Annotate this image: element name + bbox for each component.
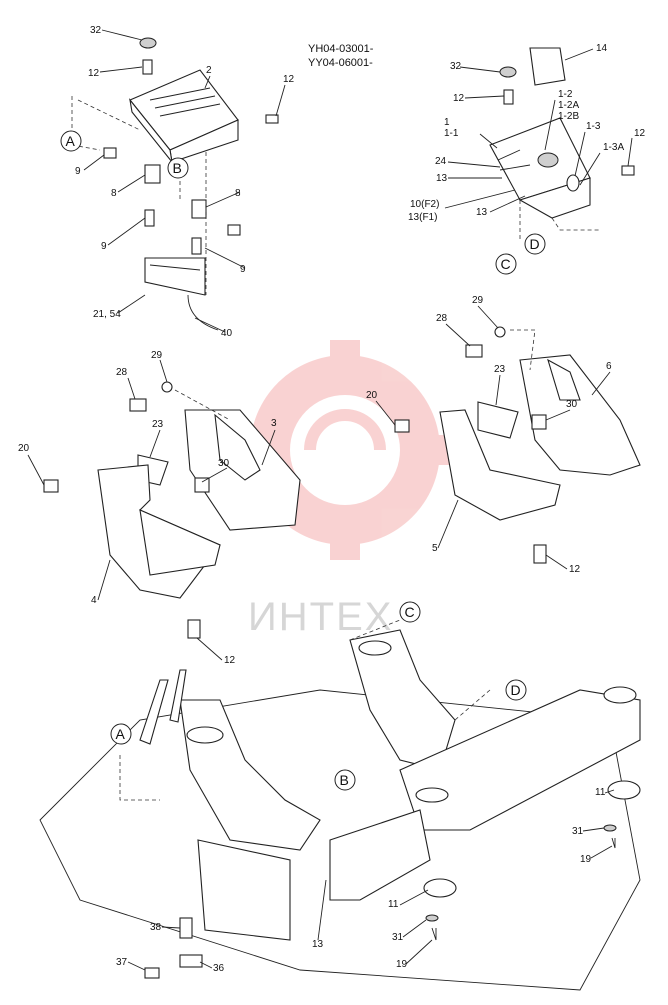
svg-text:A: A <box>116 726 126 742</box>
label-1-2b: 1-2B <box>558 111 579 122</box>
label-23: 23 <box>494 364 506 375</box>
middle-left-assembly <box>43 381 301 639</box>
label-12: 12 <box>283 74 295 85</box>
label-30: 30 <box>566 399 578 410</box>
label-1-3: 1-3 <box>586 121 601 132</box>
svg-text:C: C <box>501 256 511 272</box>
label-1-2a: 1-2A <box>558 100 579 111</box>
label-11: 11 <box>595 787 606 798</box>
label-11: 11 <box>388 899 399 910</box>
leader-lines <box>27 29 633 971</box>
label-13: 13 <box>312 939 324 950</box>
label-6: 6 <box>606 361 612 372</box>
label-32: 32 <box>450 61 462 72</box>
callout-a-top: A <box>60 130 82 152</box>
callout-c-top: C <box>495 253 517 275</box>
label-36: 36 <box>213 963 225 974</box>
label-21-54: 21, 54 <box>93 309 121 320</box>
label-20: 20 <box>366 390 378 401</box>
label-1: 1 <box>444 117 450 128</box>
part-labels: 32 12 2 12 9 8 8 9 9 21, 54 40 14 32 12 … <box>18 25 646 974</box>
label-29: 29 <box>472 295 484 306</box>
callout-d-bottom: D <box>505 679 527 701</box>
label-9: 9 <box>240 264 246 275</box>
label-10-f2: 10(F2) <box>410 199 439 210</box>
label-4: 4 <box>91 595 97 606</box>
svg-text:D: D <box>530 236 540 252</box>
svg-text:C: C <box>405 604 415 620</box>
label-28: 28 <box>436 313 448 324</box>
label-3: 3 <box>271 418 277 429</box>
label-13: 13 <box>436 173 448 184</box>
callout-a-bottom: A <box>110 723 132 745</box>
label-8: 8 <box>111 188 117 199</box>
label-19: 19 <box>580 854 592 865</box>
top-right-assembly <box>489 47 635 240</box>
label-19: 19 <box>396 959 408 970</box>
label-12: 12 <box>569 564 581 575</box>
svg-text:B: B <box>173 160 182 176</box>
label-29: 29 <box>151 350 163 361</box>
callout-c-bottom: C <box>399 601 421 623</box>
svg-text:D: D <box>511 682 521 698</box>
label-31: 31 <box>392 932 404 943</box>
label-31: 31 <box>572 826 584 837</box>
serial-line-1: YH04-03001- <box>308 43 374 55</box>
label-38: 38 <box>150 922 162 933</box>
label-13-f1: 13(F1) <box>408 212 437 223</box>
label-12: 12 <box>634 128 646 139</box>
svg-text:B: B <box>340 772 349 788</box>
label-12: 12 <box>453 93 465 104</box>
label-12: 12 <box>88 68 100 79</box>
label-1-1: 1-1 <box>444 128 459 139</box>
serial-line-2: YY04-06001- <box>308 57 373 69</box>
label-8: 8 <box>235 188 241 199</box>
callout-d-top: D <box>524 233 546 255</box>
label-40: 40 <box>221 328 233 339</box>
top-left-assembly <box>71 37 279 331</box>
label-1-3a: 1-3A <box>603 142 624 153</box>
label-13: 13 <box>476 207 488 218</box>
label-5: 5 <box>432 543 438 554</box>
label-1-2: 1-2 <box>558 89 573 100</box>
middle-right-assembly <box>394 326 641 564</box>
label-9: 9 <box>75 166 81 177</box>
callout-b-top: B <box>167 157 189 179</box>
watermark-text: ИНТЕХ <box>248 595 393 639</box>
callout-b-bottom: B <box>334 769 356 791</box>
svg-text:A: A <box>66 133 76 149</box>
label-12: 12 <box>224 655 236 666</box>
label-14: 14 <box>596 43 608 54</box>
label-28: 28 <box>116 367 128 378</box>
label-23: 23 <box>152 419 164 430</box>
label-32: 32 <box>90 25 102 36</box>
label-20: 20 <box>18 443 30 454</box>
label-24: 24 <box>435 156 447 167</box>
label-9: 9 <box>101 241 107 252</box>
label-30: 30 <box>218 458 230 469</box>
bottom-frame-assembly <box>39 619 641 991</box>
label-37: 37 <box>116 957 128 968</box>
label-2: 2 <box>206 65 212 76</box>
